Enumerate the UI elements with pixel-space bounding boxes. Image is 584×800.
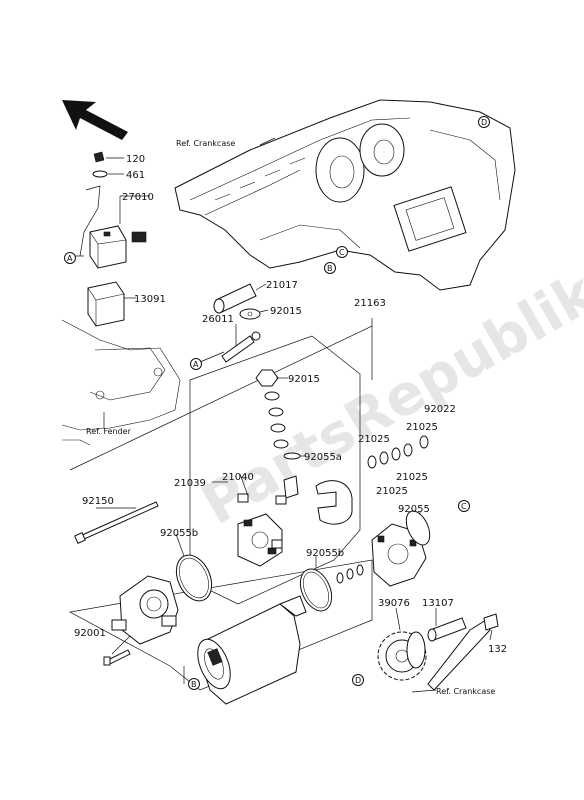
bolt-92150-icon (74, 501, 159, 544)
marker-a-mid: A (190, 358, 202, 370)
ref-crankcase-bottom-label: Ref. Crankcase (436, 687, 495, 696)
part-label-461: 461 (126, 170, 145, 181)
brush-holder-curved-icon (315, 480, 353, 525)
bolt-120-icon (93, 151, 105, 163)
leader-lines (74, 157, 493, 693)
ref-crankcase-top-label: Ref. Crankcase (176, 139, 235, 148)
marker-d-bottom: D (352, 674, 364, 686)
marker-a-top-label: A (67, 254, 73, 263)
crankcase-reference-drawing (174, 99, 516, 291)
part-label-92001: 92001 (74, 628, 106, 639)
marker-d-top: D (478, 116, 490, 128)
starter-motor-body-icon (197, 595, 307, 705)
marker-c-right: C (458, 500, 470, 512)
terminal-bolt-icon (283, 475, 299, 499)
shaft-washers-icon (336, 564, 364, 584)
marker-a-top: A (64, 252, 76, 264)
starter-end-cover-icon (111, 575, 179, 645)
part-label-92055: 92055 (398, 504, 430, 515)
marker-b-top: B (324, 262, 336, 274)
starter-rear-cover-icon (371, 523, 427, 587)
part-label-92015-nut: 92015 (288, 374, 320, 385)
brush-plate-21040-icon (237, 493, 287, 567)
pipe-21017-icon (213, 283, 257, 314)
washer-461-icon (92, 170, 108, 178)
part-label-13107: 13107 (422, 598, 454, 609)
plate-and-bolt-132-icon (427, 613, 499, 691)
direction-arrow-icon (62, 100, 128, 140)
o-ring-92055a-icon (283, 452, 301, 460)
marker-c-top: C (336, 246, 348, 258)
o-ring-92055b-left-icon (175, 554, 213, 602)
part-label-132: 132 (488, 644, 507, 655)
relay-wire (79, 185, 101, 257)
cable-26011-icon (221, 331, 261, 363)
part-label-21017: 21017 (266, 280, 298, 291)
starter-relay-27010-icon (89, 225, 147, 269)
part-label-26011: 26011 (202, 314, 234, 325)
part-label-92015-top: 92015 (270, 306, 302, 317)
washer-stack-icon (264, 391, 289, 449)
marker-b-bottom-label: B (191, 680, 197, 689)
part-label-21025-a: 21025 (406, 422, 438, 433)
part-label-21040: 21040 (222, 472, 254, 483)
part-label-21025-b: 21025 (358, 434, 390, 445)
part-label-92150: 92150 (82, 496, 114, 507)
part-label-92055b-left: 92055b (160, 528, 198, 539)
part-label-13091: 13091 (134, 294, 166, 305)
fender-reference-drawing (61, 319, 181, 446)
relay-cover-13091-icon (87, 281, 125, 327)
part-label-21025-c: 21025 (396, 472, 428, 483)
part-label-27010: 27010 (122, 192, 154, 203)
o-ring-92055b-mid-icon (299, 568, 333, 612)
bolt-92001-icon (103, 649, 131, 666)
marker-a-mid-label: A (193, 360, 199, 369)
o-ring-92055-icon (405, 510, 431, 546)
marker-d-bottom-label: D (355, 676, 361, 685)
part-label-21163: 21163 (354, 298, 386, 309)
part-label-92055b-mid: 92055b (306, 548, 344, 559)
shaft-13107-icon (427, 617, 467, 642)
ref-fender-label: Ref. Fender (86, 427, 132, 436)
part-label-21025-d: 21025 (376, 486, 408, 497)
part-label-92022: 92022 (424, 404, 456, 415)
part-label-39076: 39076 (378, 598, 410, 609)
marker-c-top-label: C (339, 248, 345, 257)
marker-b-bottom: B (188, 678, 200, 690)
part-label-21039: 21039 (174, 478, 206, 489)
part-label-92055a: 92055a (304, 452, 342, 463)
marker-c-right-label: C (461, 502, 467, 511)
part-label-120: 120 (126, 154, 145, 165)
washers-21025-icon (367, 435, 429, 469)
idle-gear-39076-icon (377, 631, 427, 681)
marker-d-top-label: D (481, 118, 487, 127)
terminal-92015-icon (239, 308, 261, 320)
marker-b-top-label: B (327, 264, 333, 273)
